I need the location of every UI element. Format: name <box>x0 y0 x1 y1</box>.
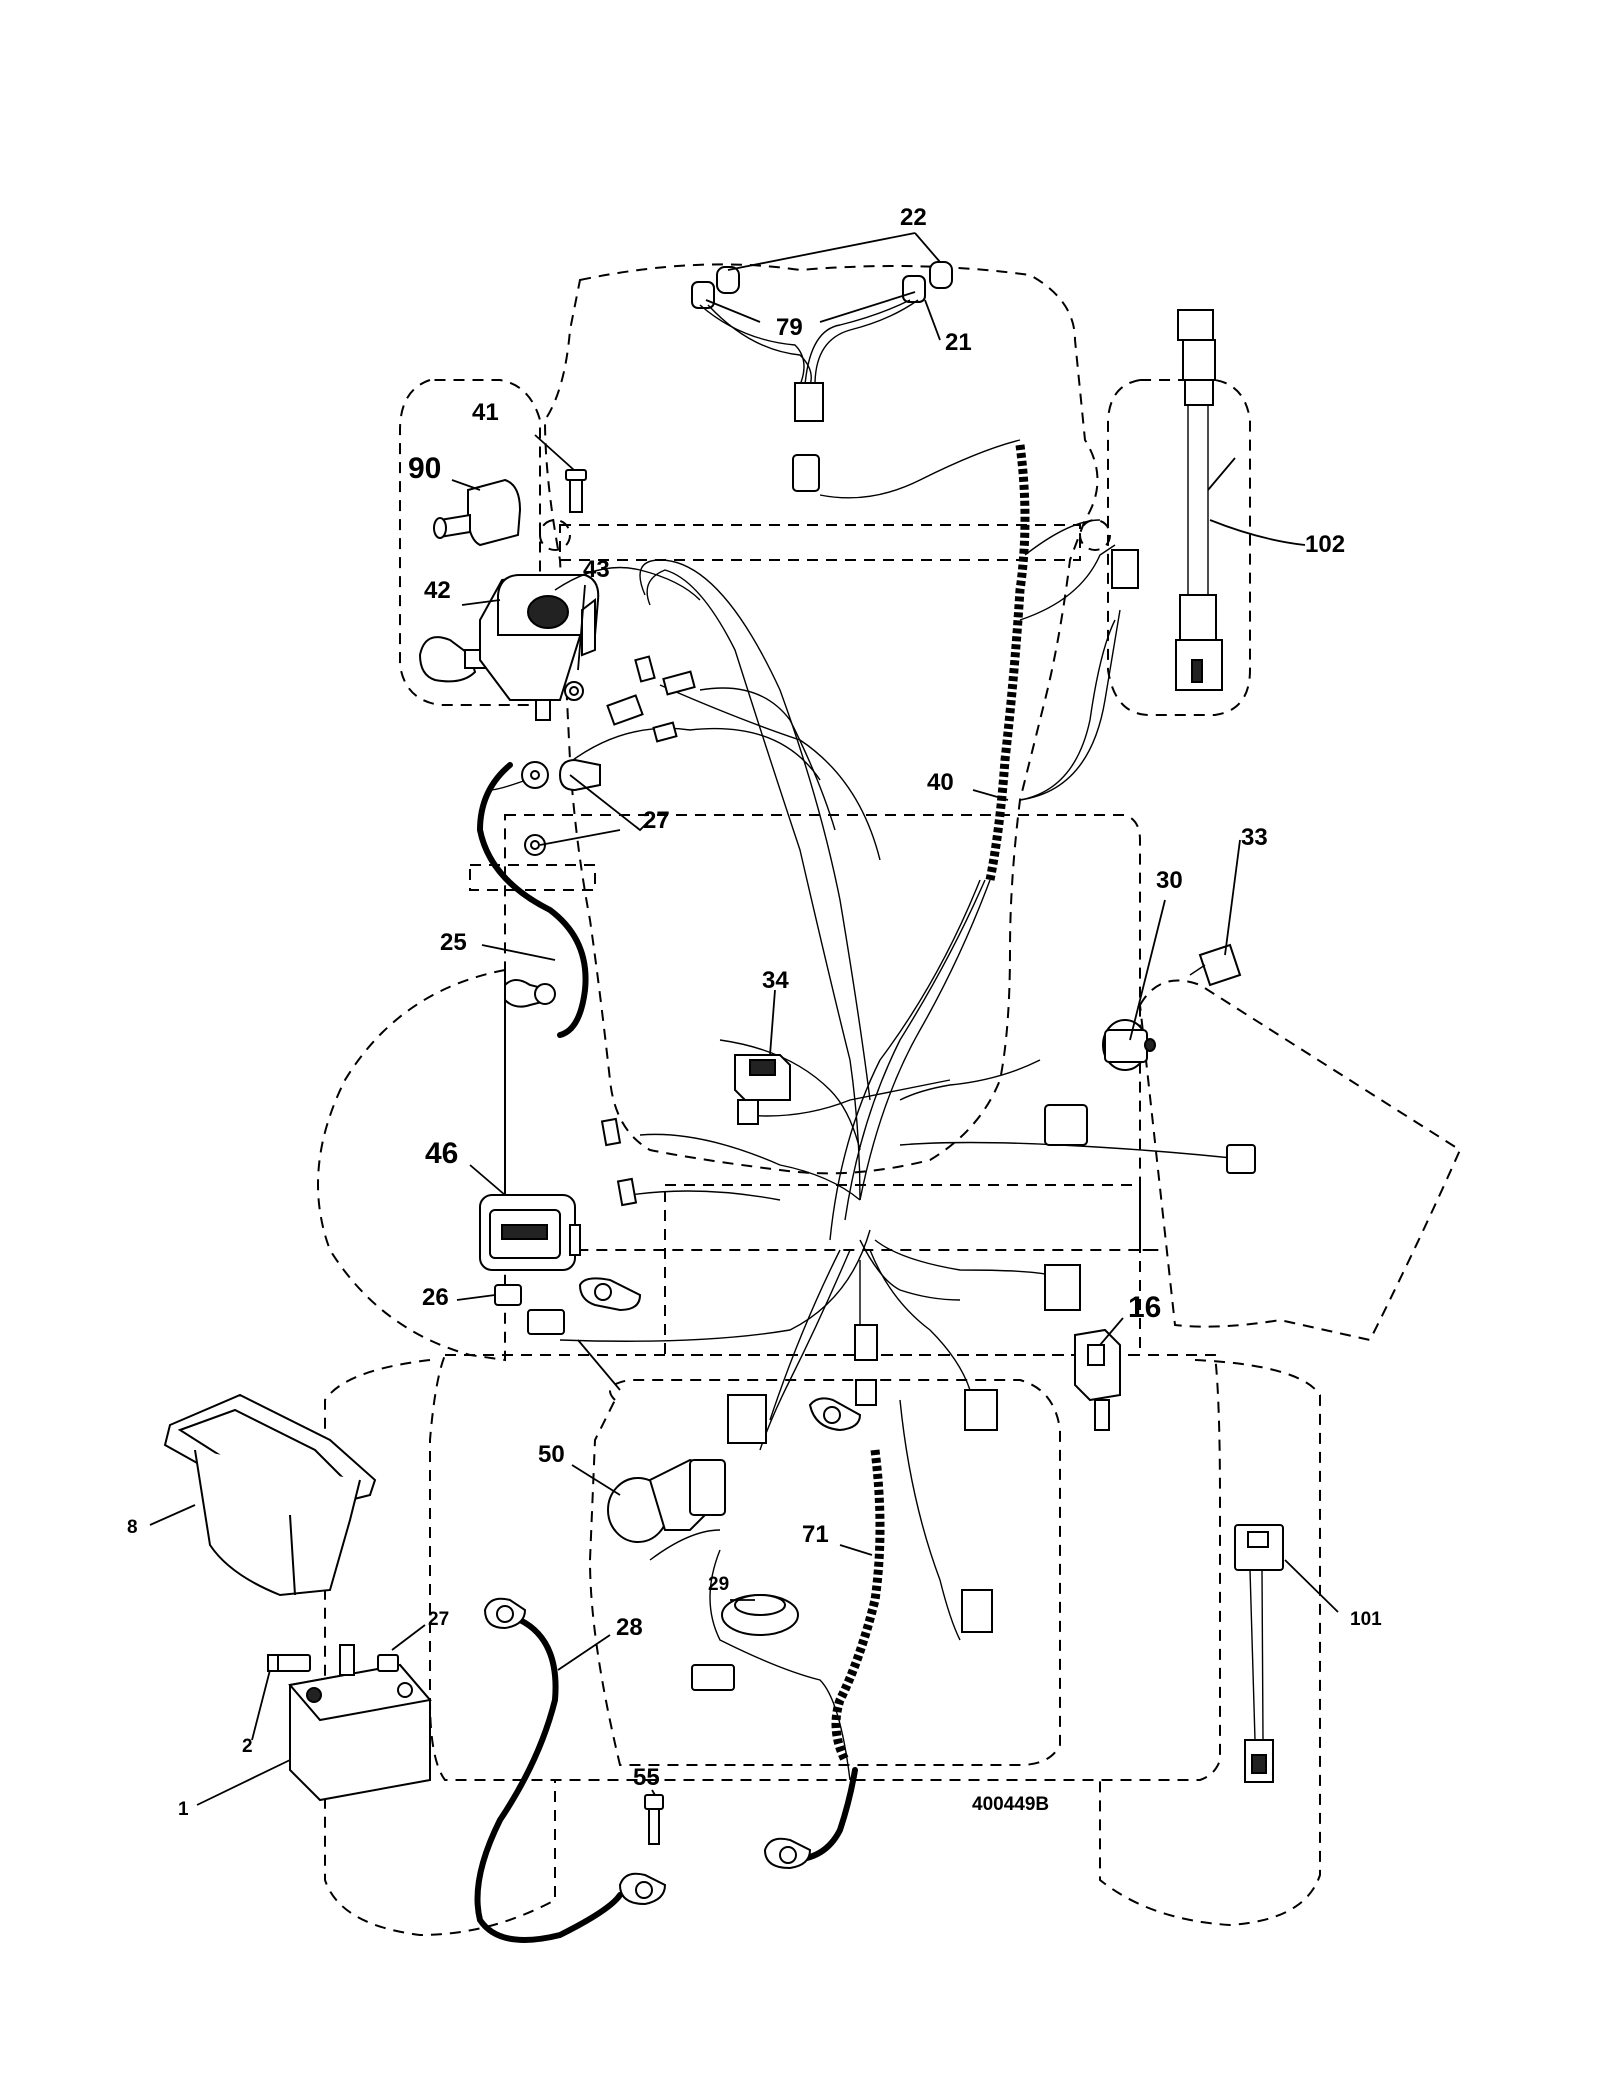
drawing-number: 400449B <box>972 1794 1049 1815</box>
leader-lines <box>149 232 1339 1806</box>
bulb-right <box>929 261 953 289</box>
switch-29 <box>691 1594 799 1691</box>
connector-50-plug <box>727 1394 767 1444</box>
headlight-assembly <box>691 261 953 492</box>
harness-coil-71 <box>763 1397 885 1870</box>
callout-25: 25 <box>440 929 467 956</box>
seat-switch-33 <box>1189 943 1242 987</box>
nut-27-battery <box>377 1654 399 1672</box>
lead-101 <box>1234 1524 1284 1783</box>
harness-sheath-40 <box>819 439 1139 1241</box>
starter-solenoid-30 <box>1102 1019 1156 1071</box>
connector-27 <box>606 694 644 726</box>
battery-1 <box>267 1644 432 1802</box>
callout-27-upper: 27 <box>643 807 670 834</box>
callout-22: 22 <box>900 204 927 231</box>
callout-2: 2 <box>242 1736 253 1757</box>
headlight-plug <box>792 454 820 492</box>
callout-21: 21 <box>945 329 972 356</box>
battery-cable-28 <box>474 1597 667 1943</box>
callout-33: 33 <box>1241 824 1268 851</box>
callout-34: 34 <box>762 967 789 994</box>
cable-25 <box>476 762 589 1038</box>
hour-meter-46 <box>479 1194 581 1271</box>
key-90 <box>467 478 522 547</box>
callout-27-lower: 27 <box>428 1609 449 1630</box>
callout-42: 42 <box>424 577 451 604</box>
harness-wires <box>489 559 1251 1781</box>
callout-41: 41 <box>472 399 499 426</box>
callout-26: 26 <box>422 1284 449 1311</box>
battery-tray-8 <box>163 1393 377 1597</box>
callout-90: 90 <box>408 452 441 485</box>
callout-101: 101 <box>1350 1609 1382 1630</box>
callout-55: 55 <box>633 1764 660 1791</box>
pto-switch-34 <box>734 1054 791 1125</box>
callout-16: 16 <box>1128 1291 1161 1324</box>
callout-labels: 22 79 21 41 90 42 43 102 40 27 25 33 30 … <box>127 204 1382 1820</box>
connector-lead-102 <box>1175 309 1223 691</box>
terminal-ring <box>558 758 601 792</box>
connector-top-right <box>1111 549 1139 589</box>
headlight-connector <box>794 382 824 422</box>
callout-102: 102 <box>1305 531 1345 558</box>
callout-28: 28 <box>616 1614 643 1641</box>
fuse-26 <box>494 1277 642 1335</box>
callout-1: 1 <box>178 1799 189 1820</box>
callout-8: 8 <box>127 1517 138 1538</box>
tractor-outline <box>317 263 1462 1937</box>
socket-right <box>902 275 926 303</box>
relay-16 <box>1074 1328 1121 1431</box>
callout-50: 50 <box>538 1441 565 1468</box>
callout-71: 71 <box>802 1521 829 1548</box>
screw-41 <box>569 477 583 513</box>
connector-30-plug <box>1044 1104 1088 1146</box>
callout-40: 40 <box>927 769 954 796</box>
callout-29: 29 <box>708 1574 729 1595</box>
callout-79: 79 <box>776 314 803 341</box>
harness-connectors <box>521 655 1256 1633</box>
callout-46: 46 <box>425 1137 458 1170</box>
key-42 <box>418 636 477 683</box>
bolt-55 <box>644 1794 664 1845</box>
callout-43: 43 <box>583 556 610 583</box>
connector-16-side <box>1044 1264 1081 1311</box>
ignition-switch-assembly <box>418 469 600 721</box>
socket-left <box>691 281 715 309</box>
callout-30: 30 <box>1156 867 1183 894</box>
headlight-switch-50 <box>607 1458 726 1543</box>
bulb-left <box>716 266 740 294</box>
